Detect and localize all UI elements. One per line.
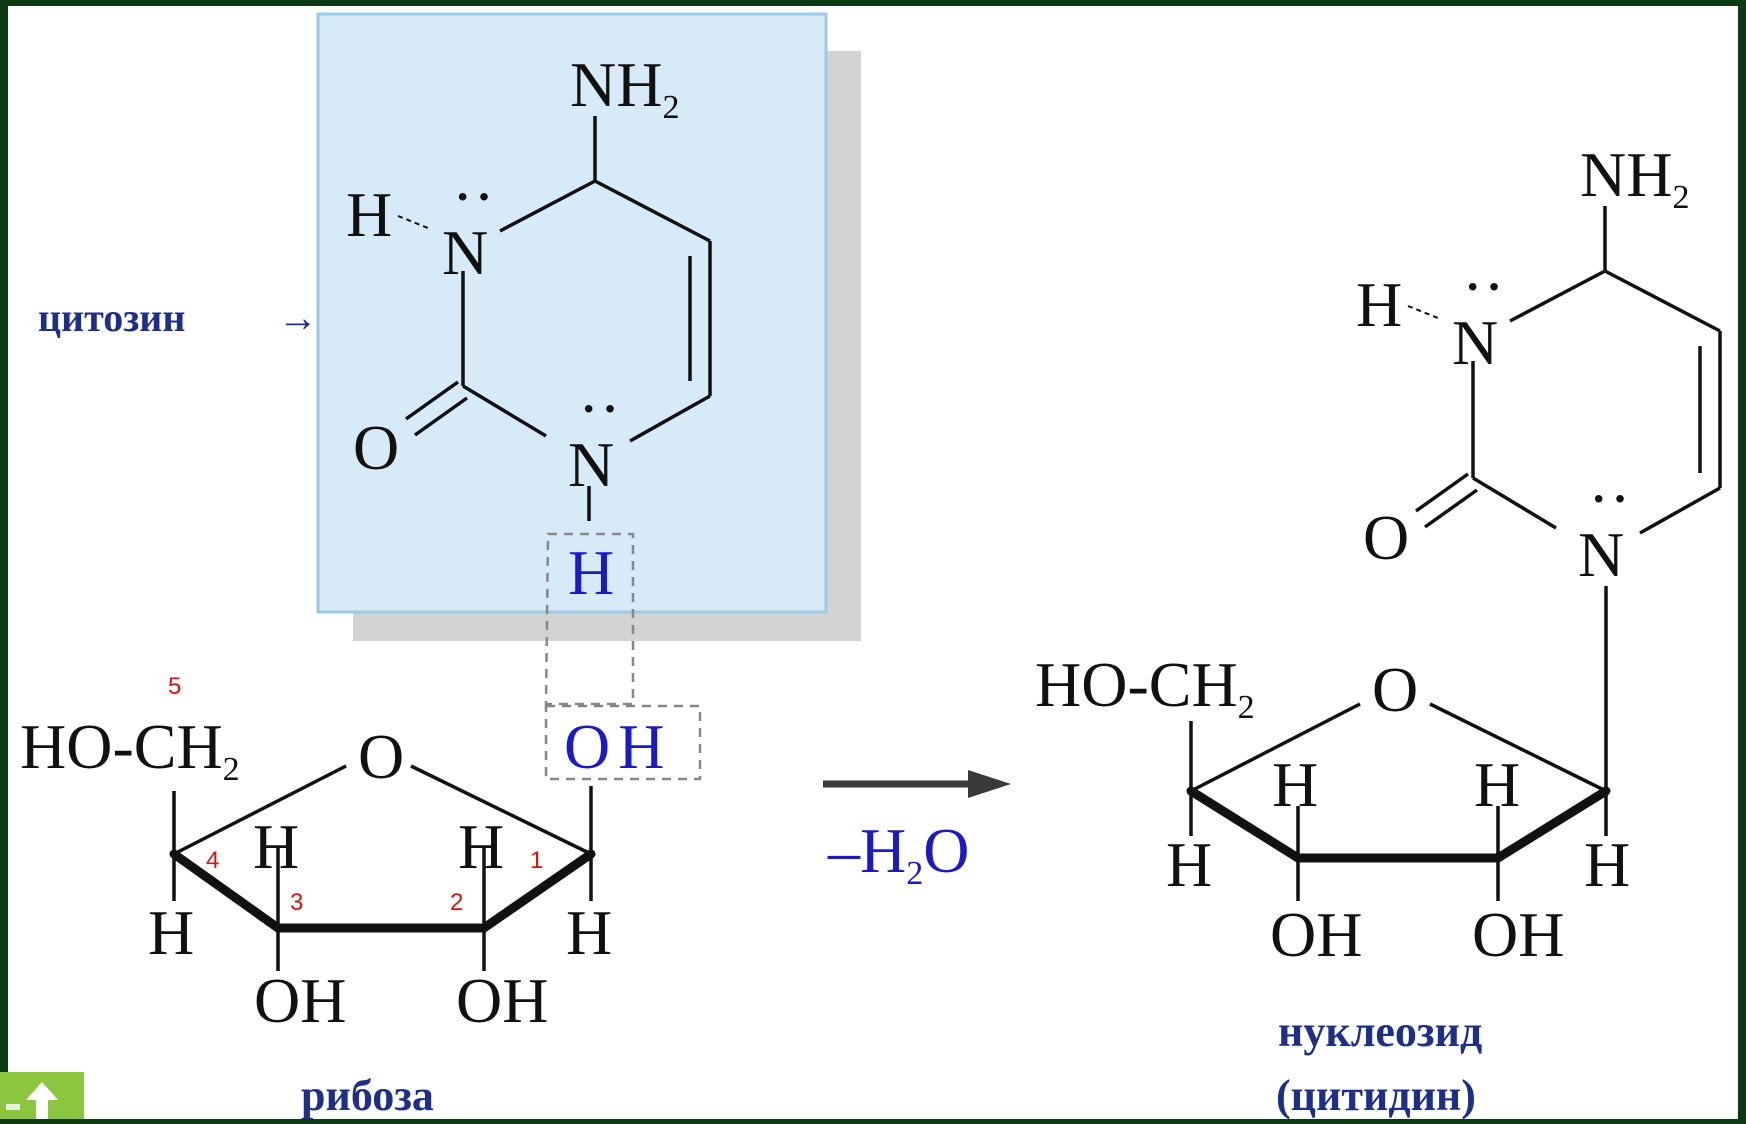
oh-c2-product: OH — [1472, 899, 1564, 970]
carbon-number-1: 1 — [530, 847, 543, 874]
h-c2-up-product: H — [1474, 749, 1520, 820]
cytosine-molecule: NH2 H N ·· O N ·· H — [346, 49, 712, 608]
nucleoside-molecule: NH2 H N ·· O N ·· HO-CH2 O H H H H — [1035, 139, 1722, 970]
nh2-label: NH2 — [570, 49, 679, 126]
carbon-number-5: 5 — [168, 673, 181, 700]
n1-lone-pair-product: ·· — [1588, 463, 1631, 534]
cytosine-arrow: → — [278, 295, 318, 340]
carbon-number-4: 4 — [206, 847, 219, 874]
h-leaving: H — [568, 537, 614, 608]
o-carbonyl: O — [353, 412, 399, 483]
ring-oxygen: O — [358, 721, 404, 792]
n3-atom-product: N — [1452, 307, 1498, 378]
h-c1-down-product: H — [1584, 829, 1630, 900]
h-c2-up: H — [458, 811, 504, 882]
ho-ch2-label-product: HO-CH2 — [1035, 649, 1255, 726]
carbon-number-3: 3 — [290, 889, 303, 916]
h-c4-down: H — [148, 897, 194, 968]
elimination-dashes — [544, 532, 702, 781]
n1-atom-product: N — [1578, 519, 1624, 590]
cytosine-highlight-box — [316, 12, 828, 614]
ring-oxygen-product: O — [1372, 654, 1418, 725]
h-atom-n3-product: H — [1356, 269, 1402, 340]
carbon-number-2: 2 — [450, 889, 463, 916]
cytosine-label: цитозин — [38, 295, 185, 340]
h-c4-up: H — [253, 811, 299, 882]
h-c3-up-product: H — [1272, 749, 1318, 820]
nucleoside-label: нуклеозид — [1278, 1007, 1482, 1056]
ribose-label: рибоза — [301, 1071, 434, 1119]
n3-lone-pair: ·· — [452, 161, 495, 232]
up-arrow-icon — [6, 1082, 58, 1119]
n1-lone-pair: ·· — [578, 373, 621, 444]
h-atom-n3: H — [346, 179, 392, 250]
oh-c3: OH — [254, 965, 346, 1036]
h-c1-down: H — [566, 897, 612, 968]
nh2-label-product: NH2 — [1580, 139, 1689, 216]
nav-up-button[interactable] — [0, 1072, 84, 1119]
n3-atom: N — [442, 217, 488, 288]
oh-c3-product: OH — [1270, 899, 1362, 970]
water-elimination-label: –H2O — [827, 815, 969, 892]
o-carbonyl-product: O — [1363, 502, 1409, 573]
oh-c2: OH — [456, 965, 548, 1036]
cytidine-label: (цитидин) — [1276, 1071, 1476, 1119]
n3-lone-pair-product: ·· — [1462, 251, 1505, 322]
diagram-canvas: цитозин → NH2 H N ·· O N ·· H 5 HO-CH2 O… — [8, 6, 1738, 1119]
reaction-arrow — [823, 770, 1011, 798]
reaction-diagram: цитозин → NH2 H N ·· O N ·· H 5 HO-CH2 O… — [20, 12, 1722, 1119]
n1-atom: N — [568, 429, 614, 500]
h-c4-down-product: H — [1166, 829, 1212, 900]
ho-ch2-label: HO-CH2 — [20, 711, 240, 788]
